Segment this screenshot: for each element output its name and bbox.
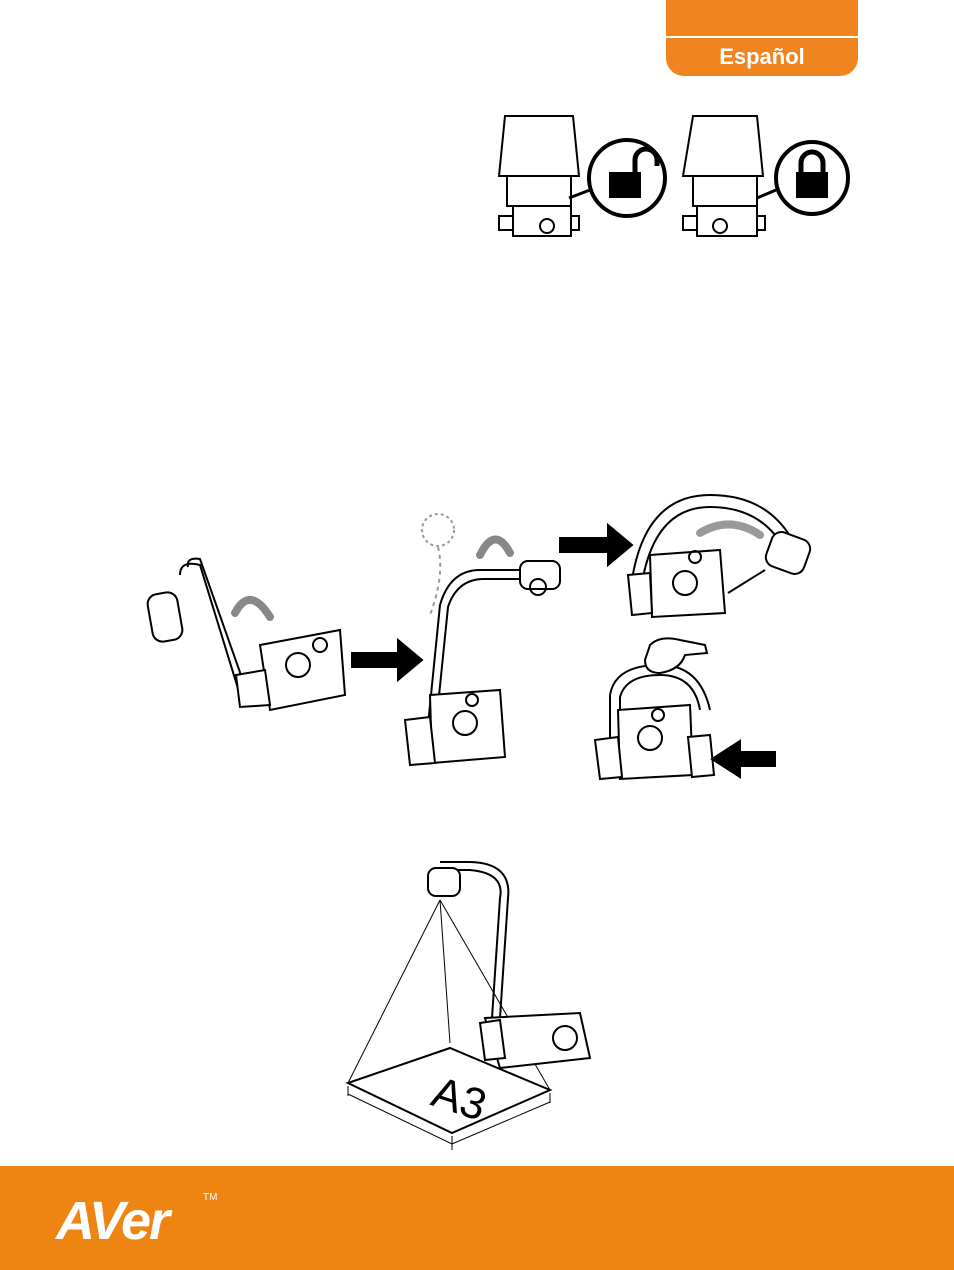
- lock-illustration: [495, 108, 855, 243]
- camera-rotating: [628, 495, 813, 617]
- trademark-mark: TM: [203, 1192, 217, 1203]
- arrow-left-icon: [712, 741, 775, 777]
- footer-bar: AVer TM: [0, 1166, 954, 1270]
- camera-setup-illustration: [140, 495, 780, 785]
- arrow-right-icon: [560, 525, 632, 565]
- language-label: Español: [666, 44, 858, 70]
- aver-logo: AVer: [56, 1190, 168, 1252]
- camera-folded: [146, 559, 345, 710]
- camera-closing: [595, 638, 775, 779]
- arrow-right-icon: [352, 640, 422, 680]
- hand-icon: [645, 638, 707, 673]
- tab-divider: [666, 36, 858, 38]
- camera-unfolding: [405, 514, 560, 765]
- language-tab: Español: [666, 0, 858, 76]
- a3-coverage-illustration: A3: [340, 858, 620, 1158]
